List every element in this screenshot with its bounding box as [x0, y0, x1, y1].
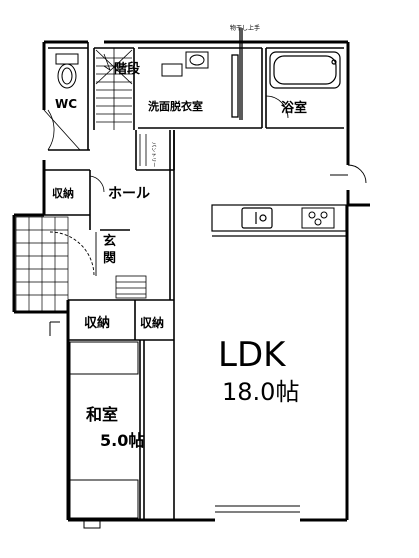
label-entrance-2: 関	[103, 251, 116, 266]
tatami-icon	[69, 341, 139, 519]
entrance-step-icon	[115, 275, 147, 299]
drying-rod-icon	[231, 28, 243, 120]
entrance-door-icon	[49, 231, 97, 277]
label-drying-handrail: 物干し上手	[230, 24, 260, 32]
stove-icon	[301, 207, 335, 229]
interior-walls	[44, 42, 344, 520]
label-storage-2: 収納	[140, 315, 164, 330]
label-ldk-size: 18.0帖	[222, 378, 299, 406]
ldk-doors-icon	[215, 164, 367, 513]
pantry-shelf-icon	[139, 134, 147, 166]
kitchen-counter	[211, 204, 347, 237]
toilet-icon	[55, 53, 79, 89]
label-bath: 浴室	[281, 100, 307, 116]
bathtub-icon	[269, 51, 341, 89]
label-storage-1: 収納	[84, 315, 110, 331]
label-entrance-1: 玄	[103, 233, 116, 249]
label-wc: WC	[55, 97, 77, 111]
label-washitsu-size: 5.0帖	[100, 431, 144, 450]
label-washroom: 洗面脱衣室	[148, 99, 203, 113]
label-ldk: LDK	[218, 335, 287, 375]
label-pantry: パントリー	[150, 142, 156, 167]
label-stairs: 階段	[114, 61, 140, 77]
label-washitsu: 和室	[86, 405, 118, 424]
wc-door-icon	[43, 109, 81, 151]
hall-storage-door-icon	[89, 175, 105, 210]
porch-step-icon	[49, 321, 101, 529]
label-storage-hall: 収納	[52, 186, 74, 200]
washbasin-icon	[161, 51, 209, 77]
entrance-tiles	[15, 216, 69, 312]
label-hall: ホール	[108, 186, 150, 202]
outer-walls	[12, 40, 370, 522]
bath-door-icon	[265, 95, 289, 124]
stairs-icon	[95, 48, 133, 130]
